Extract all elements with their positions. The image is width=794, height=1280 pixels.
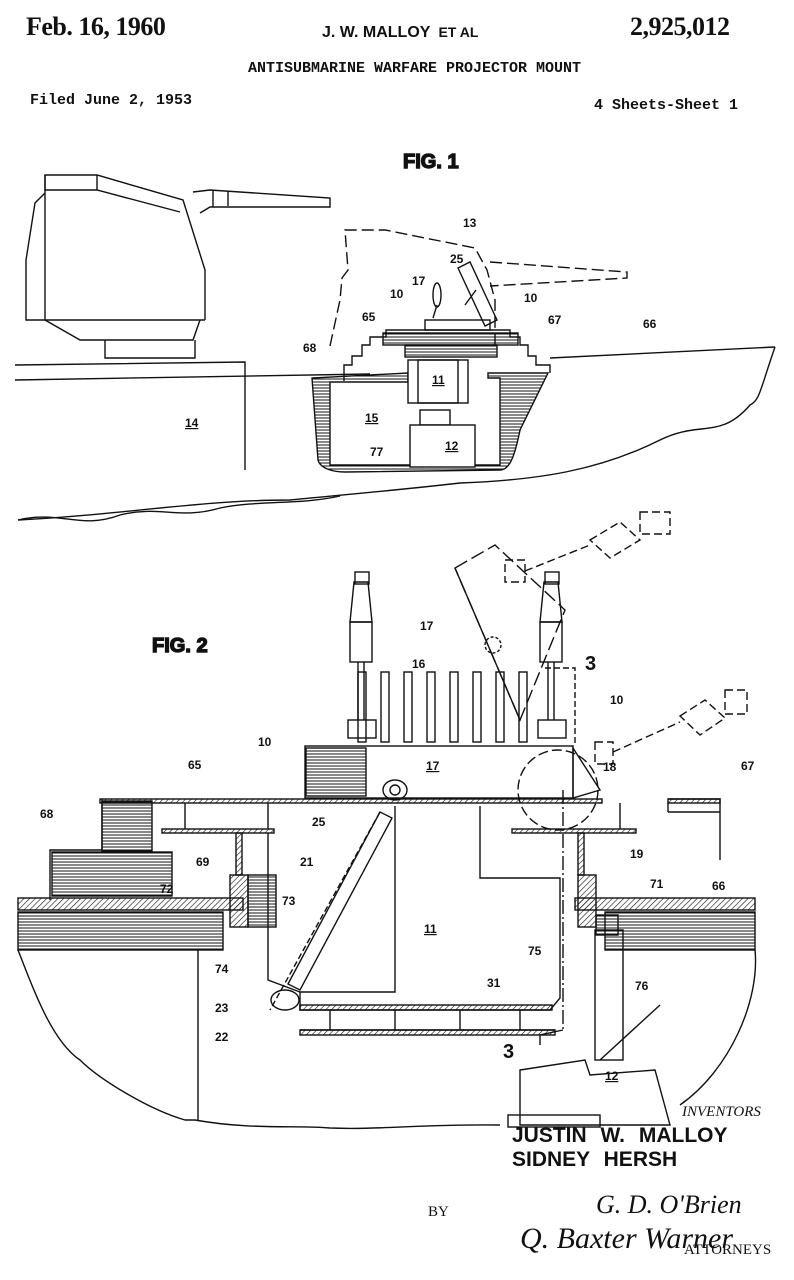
figure-1-labels: 13 25 17 10 10 65 67 66 68 11 14 15 12 7… xyxy=(185,216,657,459)
compartment-15 xyxy=(311,372,550,473)
reference-numeral: 10 xyxy=(610,693,624,707)
figure-2-labels: 17 16 3 10 10 65 17 18 67 68 25 69 21 19… xyxy=(40,619,755,1083)
filed-date: Filed June 2, 1953 xyxy=(30,92,193,109)
reference-numeral: 21 xyxy=(300,855,314,869)
reference-numeral: 10 xyxy=(258,735,272,749)
housing-13 xyxy=(329,229,496,347)
hull-waterline xyxy=(14,373,371,381)
projectile-lower xyxy=(594,689,748,765)
inventors-heading: INVENTORS xyxy=(682,1104,761,1120)
reference-numeral: 18 xyxy=(603,760,617,774)
reference-numeral: 65 xyxy=(362,310,376,324)
patent-title: ANTISUBMARINE WARFARE PROJECTOR MOUNT xyxy=(248,60,582,77)
reference-numeral: 15 xyxy=(365,411,379,425)
svg-text:3: 3 xyxy=(503,1041,514,1063)
reference-numeral: 69 xyxy=(196,855,210,869)
reference-numeral: 25 xyxy=(312,815,326,829)
projectile-left xyxy=(347,571,377,739)
inventor-short: J. W. MALLOY xyxy=(322,24,431,41)
reference-numeral: 17 xyxy=(426,759,440,773)
reference-numeral: 12 xyxy=(605,1069,619,1083)
reference-numeral: 13 xyxy=(463,216,477,230)
inventor-heading: J. W. MALLOY ET AL xyxy=(322,24,478,42)
reference-numeral: 12 xyxy=(445,439,459,453)
reference-numeral: 68 xyxy=(303,341,317,355)
reference-numeral: 66 xyxy=(712,879,726,893)
reference-numeral: 75 xyxy=(528,944,542,958)
reference-numeral: 76 xyxy=(635,979,649,993)
projectile-upper xyxy=(504,511,671,583)
gun-turret xyxy=(25,174,331,359)
sea-surface xyxy=(17,495,341,522)
patent-date: Feb. 16, 1960 xyxy=(26,12,166,41)
reference-numeral: 65 xyxy=(188,758,202,772)
hull-outline-fig2 xyxy=(17,949,501,1130)
hull-right xyxy=(17,346,776,521)
reference-numeral: 25 xyxy=(450,252,464,266)
reference-numeral: 17 xyxy=(420,619,434,633)
projector-rails-16 xyxy=(357,671,528,743)
attorney-signature: Q. Baxter Warner xyxy=(520,1222,734,1255)
reference-numeral: 68 xyxy=(40,807,54,821)
reference-numeral: 74 xyxy=(215,962,229,976)
et-al: ET AL xyxy=(438,24,479,40)
deck-66 xyxy=(549,346,776,359)
reference-numeral: 22 xyxy=(215,1030,229,1044)
reference-numeral: 31 xyxy=(487,976,501,990)
reference-numeral: 67 xyxy=(548,313,562,327)
reference-numeral: 23 xyxy=(215,1001,229,1015)
fig2-label: FIG. 2 xyxy=(152,635,208,657)
figure-2: FIG. 2 xyxy=(17,511,757,1130)
reference-numeral: 71 xyxy=(650,877,664,891)
fig1-label: FIG. 1 xyxy=(403,151,459,173)
reference-numeral: 14 xyxy=(185,416,199,430)
deck-line xyxy=(14,361,246,470)
reference-numeral: 11 xyxy=(432,373,445,387)
reference-numeral: 17 xyxy=(412,274,426,288)
svg-text:3: 3 xyxy=(585,653,596,675)
figure-1: FIG. 1 xyxy=(14,150,776,522)
sheet-count: 4 Sheets-Sheet 1 xyxy=(594,97,739,114)
projectile-right xyxy=(537,571,567,739)
inventor-name: SIDNEY HERSH xyxy=(512,1148,678,1171)
reference-numeral: 10 xyxy=(390,287,404,301)
by-label: BY xyxy=(428,1204,449,1220)
reference-numeral: 66 xyxy=(643,317,657,331)
reference-numeral: 16 xyxy=(412,657,426,671)
reference-numeral: 73 xyxy=(282,894,296,908)
reference-numeral: 77 xyxy=(370,445,384,459)
reference-numeral: 10 xyxy=(524,291,538,305)
attorneys-label: ATTORNEYS xyxy=(684,1242,772,1258)
reference-numeral: 19 xyxy=(630,847,644,861)
patent-number: 2,925,012 xyxy=(630,12,730,41)
attorney-signature: G. D. O'Brien xyxy=(596,1190,742,1219)
body-11 xyxy=(299,806,561,1011)
reference-numeral: 72 xyxy=(160,882,174,896)
reference-numeral: 67 xyxy=(741,759,755,773)
reference-numeral: 11 xyxy=(424,922,437,936)
inventor-name: JUSTIN W. MALLOY xyxy=(512,1124,728,1147)
